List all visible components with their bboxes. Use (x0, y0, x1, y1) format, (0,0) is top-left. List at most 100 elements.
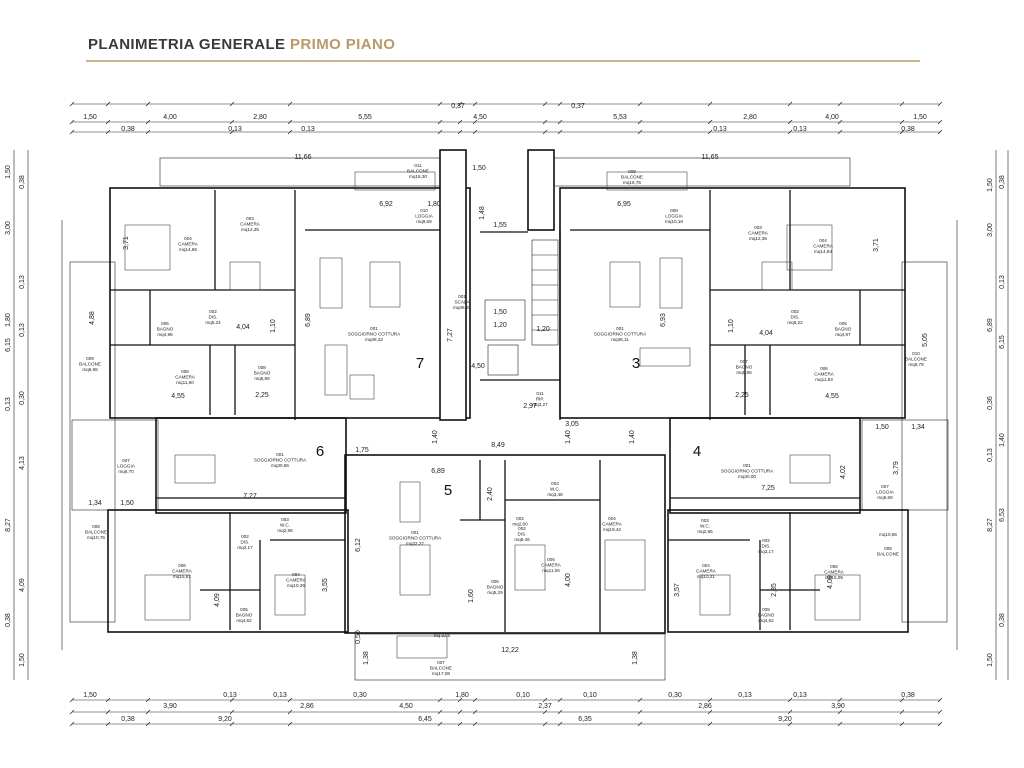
room-label: CAMERA (178, 242, 199, 247)
room-label: 007 (881, 484, 889, 489)
dimension-tick (437, 119, 443, 125)
interior-dimension-label: 1,10 (728, 319, 735, 333)
interior-dimension-label: 4,02 (840, 465, 847, 479)
room-label: mq6,70 (118, 469, 134, 474)
dimension-tick (145, 721, 151, 727)
top-dimension-label: 1,50 (83, 114, 97, 121)
room-label: 007 (740, 359, 748, 364)
interior-dimension-label: 3,05 (565, 421, 579, 428)
room-label: mq10,26 (287, 583, 305, 588)
dimension-tick (899, 119, 905, 125)
dimension-tick (937, 101, 943, 107)
bottom-dimension-label: 0,38 (121, 716, 135, 723)
dimension-tick (707, 129, 713, 135)
interior-dimension-label: 4,55 (171, 393, 185, 400)
dimension-tick (472, 119, 478, 125)
interior-dimension-label: 12,22 (501, 647, 519, 654)
interior-dimension-label: 3,57 (674, 583, 681, 597)
dimension-tick (69, 697, 75, 703)
interior-dimension-label: 8,49 (491, 442, 505, 449)
dimension-tick (287, 709, 293, 715)
bottom-dimension-label: 4,50 (399, 703, 413, 710)
dimension-tick (287, 697, 293, 703)
dimension-tick (787, 721, 793, 727)
left-dimension-label: 1,50 (19, 653, 26, 667)
interior-dimension-label: 11,65 (702, 154, 719, 161)
room-label: mq10,18 (665, 219, 683, 224)
bottom-dimension-label: 0,38 (901, 692, 915, 699)
room-label: 008 (92, 524, 100, 529)
room-label: mq4,98 (157, 332, 173, 337)
dimension-tick (69, 709, 75, 715)
room-label: CAMERA (696, 569, 717, 574)
dimension-tick (637, 129, 643, 135)
dimension-tick (542, 119, 548, 125)
dimension-tick (837, 697, 843, 703)
bottom-dimension-label: 0,10 (516, 692, 530, 699)
interior-dimension-label: 1,50 (875, 424, 889, 431)
bottom-dimension-label: 0,30 (353, 692, 367, 699)
room-label: mq 3,05 (434, 633, 451, 638)
left-dimension-label: 0,13 (5, 397, 12, 411)
left-dimension-label: 8,27 (5, 518, 12, 532)
dimension-tick (457, 697, 463, 703)
left-dimension-label: 4,13 (19, 456, 26, 470)
interior-dimension-label: 1,40 (565, 430, 572, 444)
interior-dimension-label: 4,04 (759, 330, 773, 337)
top-dimension-label: 0,13 (301, 126, 315, 133)
room-label: 007 (437, 660, 445, 665)
left-dimension-label: 4,09 (19, 578, 26, 592)
dimension-tick (105, 721, 111, 727)
building-outline (69, 149, 949, 681)
room-label: mq5,29 (487, 590, 503, 595)
room-label: DIS. (791, 315, 800, 320)
room-label: mq3,17 (237, 545, 253, 550)
dimension-tick (69, 101, 75, 107)
dimension-tick (707, 709, 713, 715)
room-label: DIS. (209, 315, 218, 320)
top-dimension-label: 0,37 (571, 103, 585, 110)
interior-dimension-label: 1,48 (479, 206, 486, 220)
interior-dimension-label: 11,66 (295, 154, 312, 161)
dimension-tick (437, 709, 443, 715)
interior-dimension-label: 4,09 (214, 593, 221, 607)
room-label: 011 (414, 163, 422, 168)
top-dimension-label: 2,80 (253, 114, 267, 121)
dimension-tick (557, 101, 563, 107)
dimension-tick (69, 129, 75, 135)
room-label: 010 (420, 208, 428, 213)
room-label: mq6,98 (82, 367, 98, 372)
interior-dimension-label: 4,09 (827, 575, 834, 589)
bottom-dimension-label: 3,90 (163, 703, 177, 710)
room-label: mq9,46 (514, 537, 530, 542)
room-label: 006 (830, 564, 838, 569)
dimension-tick (145, 101, 151, 107)
bottom-dimension-label: 9,20 (218, 716, 232, 723)
dimension-tick (787, 101, 793, 107)
dimension-tick (437, 129, 443, 135)
dimension-tick (837, 119, 843, 125)
room-label: BALCONE (621, 175, 643, 180)
interior-dimension-label: 7,27 (243, 493, 257, 500)
interior-dimension-label: 3,55 (322, 578, 329, 592)
room-label: mq14,84 (814, 249, 832, 254)
top-dimension-label: 0,38 (901, 126, 915, 133)
room-label: mq11,93 (815, 377, 833, 382)
dimension-tick (557, 697, 563, 703)
room-label: mq14,86 (179, 247, 197, 252)
title-divider (86, 60, 920, 62)
top-dimension-label: 0,13 (713, 126, 727, 133)
room-label: 002 (762, 538, 770, 543)
room-label: 007 (122, 458, 130, 463)
top-dimension-label: 0,37 (451, 103, 465, 110)
room-label: 005 (839, 321, 847, 326)
dimension-tick (899, 721, 905, 727)
room-label: 006 (178, 563, 186, 568)
right-dimension-label: 8,27 (987, 518, 994, 532)
interior-dimension-label: 1,38 (363, 651, 370, 665)
furniture (124, 171, 861, 659)
room-label: mq16,30 (409, 174, 427, 179)
room-label: 008 (884, 546, 892, 551)
top-dimension-label: 4,50 (473, 114, 487, 121)
